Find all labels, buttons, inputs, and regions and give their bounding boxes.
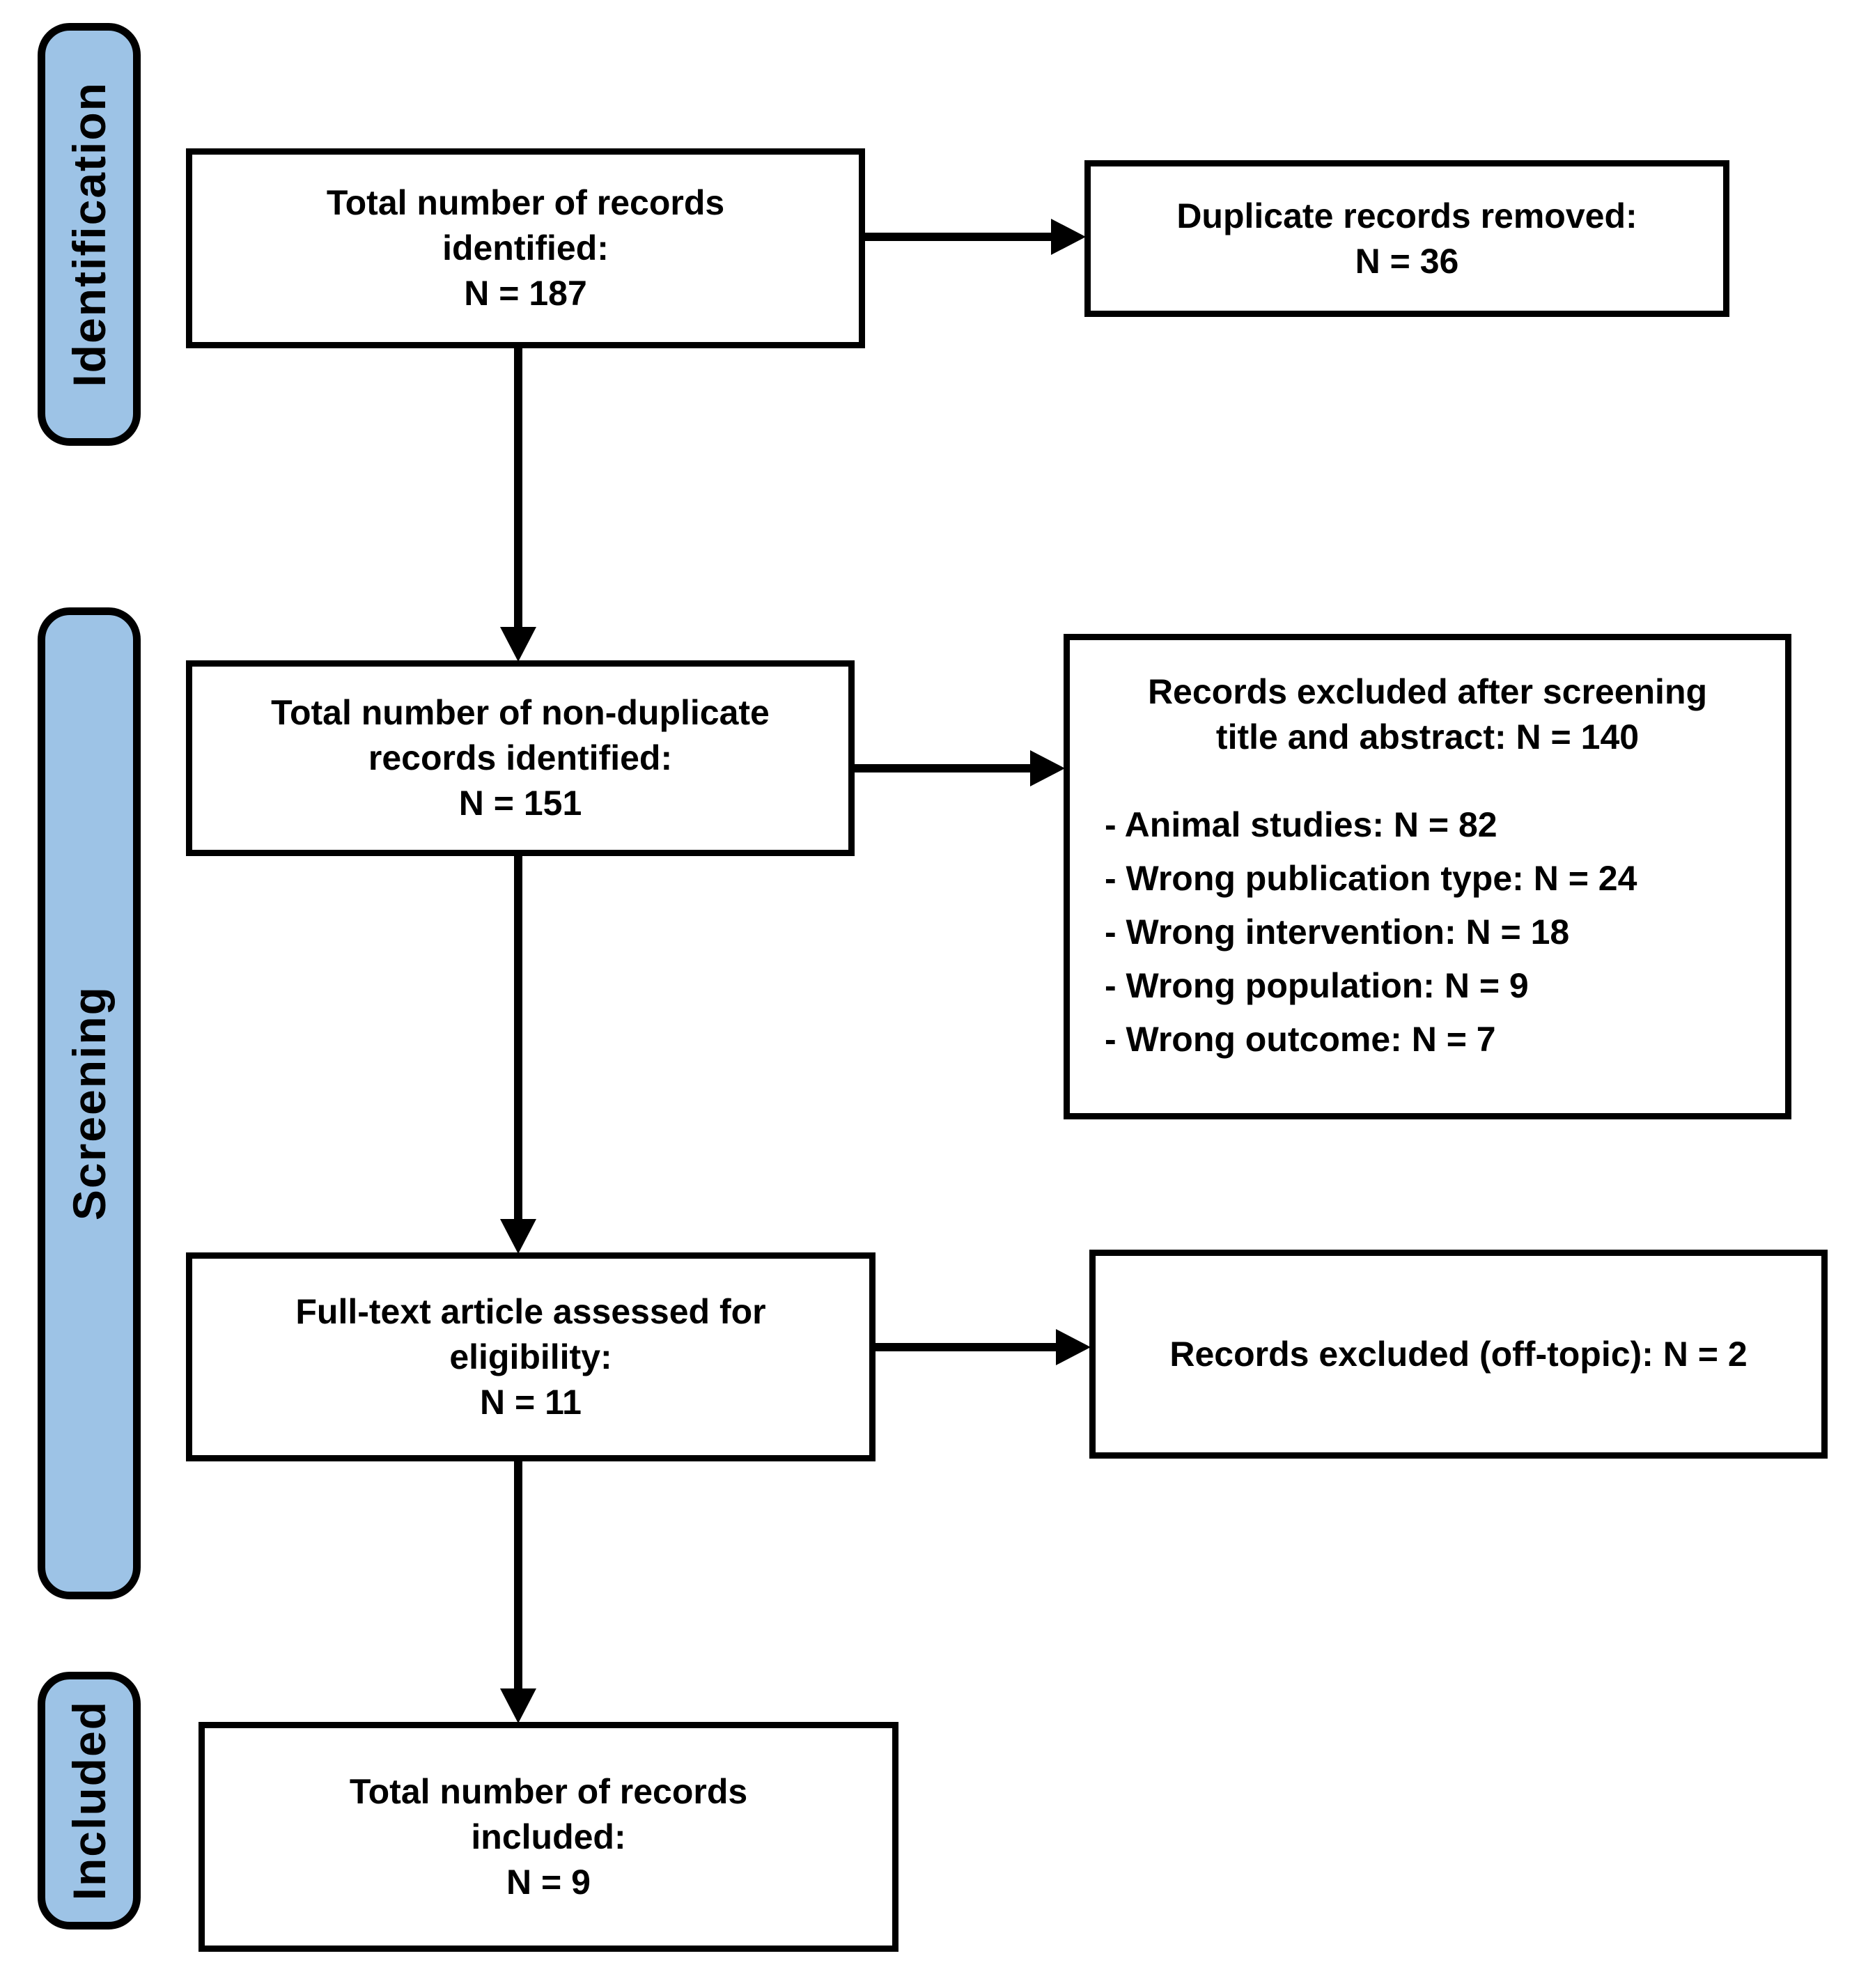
box-text-line: identified: <box>442 228 609 267</box>
box-text-line: N = 11 <box>480 1382 582 1422</box>
stage-label: Included <box>63 1700 115 1901</box>
box-fulltext-assessed: Full-text article assessed for eligibili… <box>186 1252 876 1461</box>
box-records-included: Total number of records included: N = 9 <box>199 1722 898 1952</box>
stage-label: Identification <box>63 81 115 387</box>
box-title-line: title and abstract: N = 140 <box>1215 717 1640 756</box>
arrowhead-right-icon <box>1056 1329 1091 1365</box>
exclusion-reason-item: - Wrong intervention: N = 18 <box>1105 913 1570 952</box>
box-text-line: Records excluded (off-topic): N = 2 <box>1169 1334 1748 1374</box>
stage-label: Screening <box>63 986 115 1221</box>
arrowhead-down-icon <box>500 627 536 662</box>
arrow-shaft <box>514 856 522 1220</box>
stage-tab-screening: Screening <box>38 607 141 1599</box>
exclusion-reason-item: - Wrong publication type: N = 24 <box>1105 859 1637 898</box>
box-records-identified: Total number of records identified: N = … <box>186 148 865 348</box>
box-text-line: Duplicate records removed: <box>1176 196 1637 235</box>
box-text-line: included: <box>471 1817 626 1856</box>
exclusion-reason-item: - Wrong population: N = 9 <box>1105 966 1529 1005</box>
exclusion-reason-item: - Animal studies: N = 82 <box>1105 805 1497 844</box>
arrowhead-right-icon <box>1051 219 1086 255</box>
arrow-shaft <box>865 233 1055 241</box>
arrowhead-right-icon <box>1030 750 1065 786</box>
box-text-line: Full-text article assessed for <box>295 1291 766 1331</box>
box-non-duplicate-records: Total number of non-duplicate records id… <box>186 660 855 856</box>
box-title-line: Records excluded after screening <box>1147 672 1708 711</box>
box-text-line: Total number of non-duplicate <box>271 693 770 732</box>
arrow-shaft <box>855 764 1034 772</box>
box-text-line: N = 9 <box>506 1862 591 1902</box>
box-excluded-offtopic: Records excluded (off-topic): N = 2 <box>1089 1250 1828 1459</box>
box-text-line: eligibility: <box>449 1337 612 1376</box>
box-text-line: N = 151 <box>458 784 582 823</box>
exclusion-reasons-list: - Animal studies: N = 82 - Wrong publica… <box>1070 798 1785 1066</box>
box-text-line: Total number of records <box>349 1771 748 1811</box>
exclusion-reason-item: - Wrong outcome: N = 7 <box>1105 1020 1496 1059</box>
box-excluded-screening: Records excluded after screening title a… <box>1064 634 1791 1119</box>
stage-tab-identification: Identification <box>38 23 141 446</box>
box-duplicates-removed: Duplicate records removed: N = 36 <box>1084 160 1729 317</box>
box-text-line: N = 36 <box>1355 241 1459 281</box>
arrowhead-down-icon <box>500 1688 536 1723</box>
arrow-shaft <box>876 1343 1059 1351</box>
arrow-shaft <box>514 1461 522 1690</box>
arrowhead-down-icon <box>500 1219 536 1254</box>
box-text-line: N = 187 <box>464 274 587 313</box>
arrow-shaft <box>514 348 522 628</box>
stage-tab-included: Included <box>38 1672 141 1929</box>
box-text-line: records identified: <box>368 738 673 777</box>
box-text-line: Total number of records <box>326 183 725 222</box>
